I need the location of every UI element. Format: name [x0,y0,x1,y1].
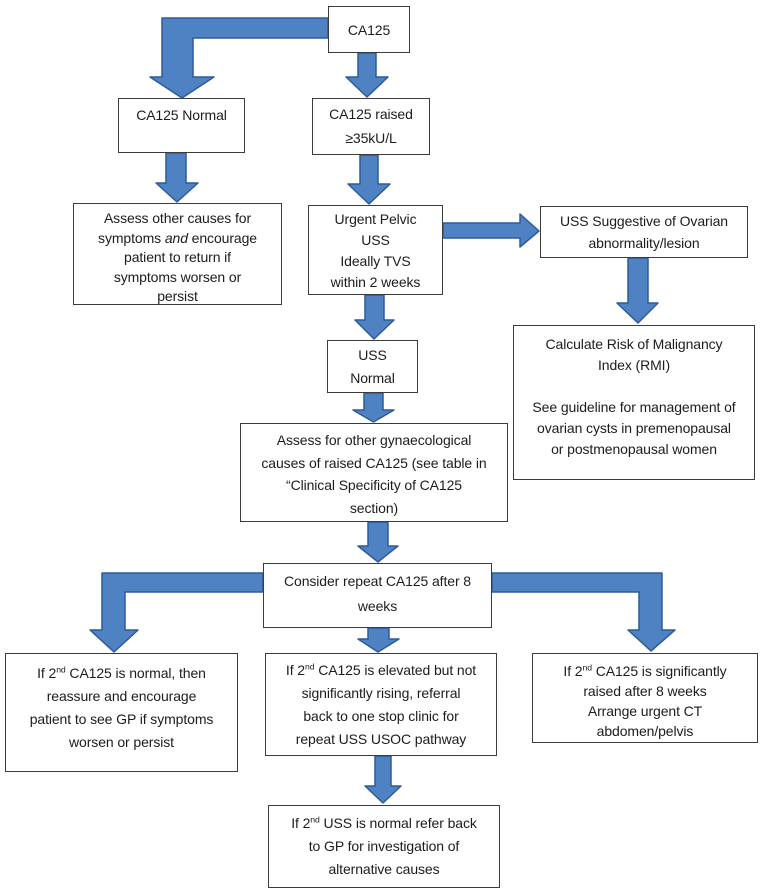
text-line: Calculate Risk of Malignancy [545,336,723,352]
text-line: Assess other causes for [103,210,252,226]
arrow-consider-to-second-normal [89,572,264,653]
text-line: If 2nd USS is normal refer back [291,814,477,831]
text-line [514,376,754,397]
text-line: to GP for investigation of [308,838,460,854]
text-line: Consider repeat CA125 after 8 [284,573,471,589]
arrow-normal-to-assess-other [155,152,199,203]
node-uss-suggestive: USS Suggestive of Ovarian abnormality/les… [540,206,748,258]
arrow-urgent-uss-to-suggestive [442,213,540,248]
node-second-ca125-raised: If 2nd CA125 is significantly raised afte… [532,653,758,743]
node-assess-gynae-causes: Assess for other gynaecological causes of… [240,423,508,522]
text-line: repeat USS USOC pathway [295,731,467,747]
arrow-consider-to-second-raised [491,572,676,652]
text-line: If 2nd CA125 is normal, then [37,664,206,681]
text-line: CA125 [347,21,391,38]
text-line: significantly rising, referral [301,685,461,701]
text-line: symptoms worsen or [113,268,242,285]
arrow-elevated-to-second-uss [364,755,402,804]
text-line: See guideline for management of [532,399,736,415]
text-line: within 2 weeks [330,274,421,290]
text-line: Index (RMI) [597,357,671,373]
text-line: reassure and encourage [46,688,197,704]
text-line: Ideally TVS [340,253,411,269]
arrow-ca125-to-normal [149,17,329,99]
text-line: abnormality/lesion [588,235,700,251]
text-line: If 2nd CA125 is elevated but not [285,661,477,678]
text-line: patient to return if [124,249,231,265]
node-consider-repeat: Consider repeat CA125 after 8 weeks [263,563,492,628]
node-second-ca125-normal: If 2nd CA125 is normal, then reassure and… [5,653,238,772]
text-line: abdomen/pelvis [596,723,694,739]
node-ca125-normal: CA125 Normal [118,98,245,153]
text-line: ≥35kU/L [345,130,397,146]
node-second-ca125-elevated: If 2nd CA125 is elevated but not signific… [265,653,497,756]
text-line: weeks [357,598,398,614]
text-line: section) [349,499,399,516]
text-line: persist [157,288,198,304]
text-line: Normal [350,370,395,386]
arrow-ca125-to-raised [345,52,389,98]
text-line: Urgent Pelvic [334,211,417,227]
text-line: symptoms and encourage [98,229,257,246]
arrow-urgent-uss-to-uss-normal [354,294,395,340]
arrow-suggestive-to-rmi [616,257,659,324]
node-second-uss-normal: If 2nd USS is normal refer back to GP for… [268,805,500,888]
text-line: ovarian cysts in premenopausal [537,420,731,436]
node-ca125-raised: CA125 raised ≥35kU/L [312,98,430,155]
arrow-consider-to-second-elevated [357,627,400,653]
text-line: USS Suggestive of Ovarian [560,213,728,229]
arrow-gynae-to-consider-repeat [357,521,399,563]
arrow-uss-normal-to-gynae [352,392,395,423]
arrow-raised-to-urgent-uss [347,154,391,205]
text-line: CA125 raised [329,106,413,122]
text-line: raised after 8 weeks [583,683,707,699]
node-assess-other-causes: Assess other causes for symptoms and enco… [73,203,282,305]
text-line: USS [358,347,387,363]
text-line: USS [361,232,390,248]
text-line: or postmenopausal women [551,441,717,457]
text-line: “Clinical Specificity of CA125 [286,477,462,493]
text-line: back to one stop clinic for [303,708,459,724]
text-line: patient to see GP if symptoms [29,711,214,727]
text-line: Assess for other gynaecological [276,432,472,448]
text-line: If 2nd CA125 is significantly [563,662,727,679]
text-line: worsen or persist [69,734,174,750]
text-line: CA125 Normal [136,107,227,123]
node-ca125: CA125 [328,6,410,53]
node-uss-normal: USS Normal [327,340,418,393]
text-line: causes of raised CA125 (see table in [261,454,487,471]
text-line: Arrange urgent CT [587,703,703,719]
text-line: alternative causes [328,861,440,877]
